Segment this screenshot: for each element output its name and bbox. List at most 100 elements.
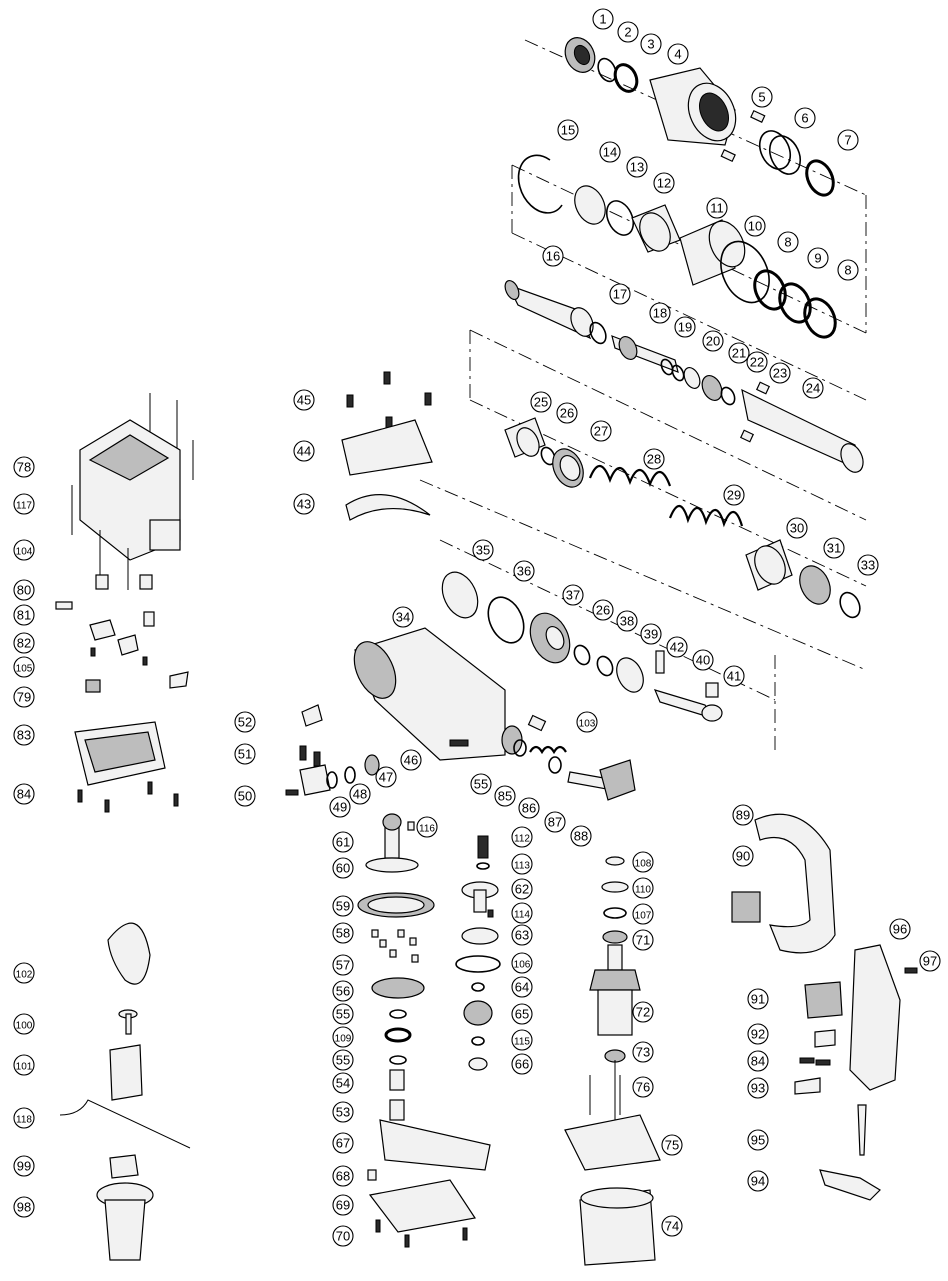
callout-49: 49 bbox=[329, 796, 351, 818]
callout-2: 2 bbox=[617, 21, 639, 43]
callout-circle bbox=[592, 8, 614, 30]
callout-28: 28 bbox=[643, 448, 665, 470]
callout-circle bbox=[640, 33, 662, 55]
callout-number: 95 bbox=[751, 1133, 765, 1148]
callout-number: 42 bbox=[670, 640, 684, 655]
callout-circle bbox=[332, 1072, 354, 1094]
callout-number: 108 bbox=[635, 859, 652, 870]
callout-number: 90 bbox=[736, 849, 750, 864]
callout-circle bbox=[747, 1077, 769, 1099]
callout-circle bbox=[747, 1170, 769, 1192]
callout-circle bbox=[732, 845, 754, 867]
callout-number: 18 bbox=[653, 306, 667, 321]
callout-46: 46 bbox=[400, 749, 422, 771]
callout-labels: 1234567151413121110898161718192021222324… bbox=[13, 8, 941, 1247]
callout-number: 106 bbox=[514, 960, 531, 971]
callout-circle bbox=[234, 711, 256, 733]
callout-number: 96 bbox=[893, 922, 907, 937]
callout-circle bbox=[542, 245, 564, 267]
callout-26: 26 bbox=[592, 599, 614, 621]
callout-number: 22 bbox=[750, 355, 764, 370]
callout-number: 6 bbox=[801, 111, 808, 126]
callout-circle bbox=[13, 783, 35, 805]
callout-number: 97 bbox=[923, 954, 937, 969]
callout-circle bbox=[511, 826, 533, 848]
callout-43: 43 bbox=[293, 493, 315, 515]
callout-87: 87 bbox=[544, 811, 566, 833]
callout-5: 5 bbox=[751, 86, 773, 108]
gear-housing bbox=[353, 627, 547, 761]
callout-circle bbox=[13, 1013, 35, 1035]
callout-circle bbox=[857, 554, 879, 576]
callout-number: 15 bbox=[561, 123, 575, 138]
callout-11: 11 bbox=[706, 197, 728, 219]
callout-circle bbox=[349, 783, 371, 805]
callout-circle bbox=[470, 773, 492, 795]
callout-81: 81 bbox=[13, 604, 35, 626]
armature-stator-assembly bbox=[564, 856, 661, 1266]
callout-70: 70 bbox=[332, 1225, 354, 1247]
callout-number: 100 bbox=[16, 1021, 33, 1032]
callout-33: 33 bbox=[857, 554, 879, 576]
callout-number: 23 bbox=[773, 366, 787, 381]
callout-73: 73 bbox=[632, 1041, 654, 1063]
callout-number: 101 bbox=[16, 1062, 33, 1073]
callout-number: 103 bbox=[579, 719, 596, 730]
callout-106: 106 bbox=[511, 952, 533, 974]
callout-38: 38 bbox=[616, 610, 638, 632]
callout-67: 67 bbox=[332, 1132, 354, 1154]
callout-circle bbox=[692, 649, 714, 671]
callout-number: 29 bbox=[727, 488, 741, 503]
callout-circle bbox=[616, 610, 638, 632]
callout-circle bbox=[416, 816, 438, 838]
callout-113: 113 bbox=[511, 853, 533, 875]
callout-circle bbox=[293, 440, 315, 462]
callout-number: 14 bbox=[603, 145, 617, 160]
callout-circle bbox=[400, 749, 422, 771]
callout-number: 20 bbox=[706, 334, 720, 349]
callout-circle bbox=[332, 1101, 354, 1123]
callout-circle bbox=[332, 1225, 354, 1247]
callout-circle bbox=[570, 825, 592, 847]
callout-92: 92 bbox=[747, 1023, 769, 1045]
callout-circle bbox=[511, 976, 533, 998]
callout-61: 61 bbox=[332, 831, 354, 853]
callout-45: 45 bbox=[293, 389, 315, 411]
callout-number: 56 bbox=[336, 984, 350, 999]
callout-number: 16 bbox=[546, 249, 560, 264]
callout-12: 12 bbox=[653, 172, 675, 194]
callout-circle bbox=[332, 1194, 354, 1216]
callout-circle bbox=[747, 988, 769, 1010]
callout-51: 51 bbox=[234, 743, 256, 765]
callout-number: 8 bbox=[844, 263, 851, 278]
callout-number: 93 bbox=[751, 1081, 765, 1096]
callout-circle bbox=[518, 797, 540, 819]
callout-35: 35 bbox=[472, 539, 494, 561]
callout-number: 19 bbox=[678, 320, 692, 335]
callout-number: 26 bbox=[560, 406, 574, 421]
callout-15: 15 bbox=[557, 119, 579, 141]
callout-105: 105 bbox=[13, 656, 35, 678]
callout-83: 83 bbox=[13, 724, 35, 746]
callout-18: 18 bbox=[649, 302, 671, 324]
callout-88: 88 bbox=[570, 825, 592, 847]
callout-14: 14 bbox=[599, 141, 621, 163]
callout-circle bbox=[747, 1050, 769, 1072]
callout-44: 44 bbox=[293, 440, 315, 462]
callout-97: 97 bbox=[919, 950, 941, 972]
callout-number: 31 bbox=[827, 541, 841, 556]
callout-number: 68 bbox=[336, 1169, 350, 1184]
callout-circle bbox=[837, 259, 859, 281]
callout-circle bbox=[332, 895, 354, 917]
callout-circle bbox=[494, 785, 516, 807]
callout-number: 28 bbox=[647, 452, 661, 467]
callout-circle bbox=[661, 1215, 683, 1237]
callout-17: 17 bbox=[609, 283, 631, 305]
callout-110: 110 bbox=[632, 877, 654, 899]
callout-circle bbox=[13, 1155, 35, 1177]
callout-number: 85 bbox=[498, 789, 512, 804]
callout-number: 30 bbox=[790, 521, 804, 536]
callout-circle bbox=[562, 584, 584, 606]
callout-circle bbox=[643, 448, 665, 470]
